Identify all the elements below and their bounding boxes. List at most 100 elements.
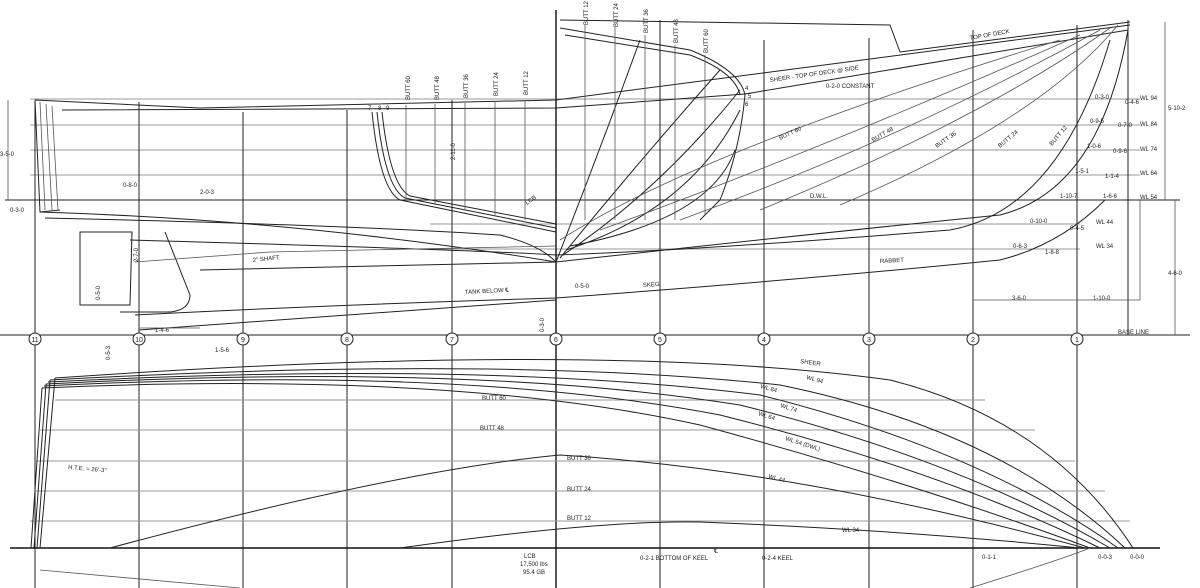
stem-offset: 1-6-6 — [1103, 194, 1118, 200]
plan-buttock-label: BUTT 12 — [567, 516, 592, 522]
svg-text:5: 5 — [658, 337, 662, 344]
plan-curve-label: WL 94 — [805, 375, 824, 385]
plan-buttock-label: BUTT 60 — [482, 396, 507, 402]
hull-profile — [7, 19, 1176, 335]
buttock-label: BUTT 36 — [644, 8, 650, 33]
dim-0-0-3: 0-0-3 — [1098, 555, 1113, 561]
hte-label: H.T.E. = 26'-3" — [68, 465, 107, 474]
svg-text:3: 3 — [867, 337, 871, 344]
dim-2-7-0: 2-7-0 — [134, 247, 140, 262]
wl-label: WL 54 — [1140, 195, 1158, 201]
buttock-label: BUTT 48 — [871, 126, 895, 143]
wl-label: WL 44 — [1096, 220, 1114, 226]
station-3: 3 — [862, 332, 876, 346]
wl-label: WL 84 — [1140, 122, 1158, 128]
station-2: 2 — [966, 332, 980, 346]
svg-text:2: 2 — [971, 337, 975, 344]
stem-offset: 1-0-6 — [1087, 144, 1102, 150]
dim-1-5-6: 1-5-6 — [215, 348, 230, 354]
section-mark: 8 — [378, 106, 382, 112]
station-10: 10 — [132, 332, 146, 346]
stem-offset: 0-10-0 — [1030, 219, 1048, 225]
section-mark: 5 — [748, 94, 752, 100]
buttock-label: BUTT 60 — [406, 75, 412, 100]
profile-labels: TOP OF DECK SHEER - TOP OF DECK @ SIDE 0… — [0, 0, 1186, 360]
wl-label: WL 64 — [1140, 171, 1158, 177]
rabbet-label: RABBET — [880, 258, 905, 265]
plan-buttock-label: BUTT 48 — [480, 426, 505, 432]
station-7: 7 — [445, 332, 459, 346]
section-mark: 4 — [745, 86, 749, 92]
shaft-label: 2" SHAFT — [253, 255, 281, 264]
stem-offset: 0-6-3 — [1013, 244, 1028, 250]
base-line-label: BASE LINE — [1118, 330, 1149, 336]
buttock-label: BUTT 48 — [435, 75, 441, 100]
dwl-label: D.W.L. — [810, 194, 828, 200]
station-4: 4 — [757, 332, 771, 346]
overall-height-dim: 5-10-2 — [1168, 106, 1186, 112]
buttock-label: BUTT 12 — [584, 0, 590, 25]
buttock-label: BUTT 60 — [778, 126, 803, 142]
buttock-label: BUTT 36 — [464, 73, 470, 98]
svg-text:8: 8 — [345, 337, 349, 344]
wl-label: WL 74 — [1140, 147, 1158, 153]
station-1: 1 — [1070, 332, 1084, 346]
wl-label: WL 34 — [1096, 244, 1114, 250]
svg-text:7: 7 — [450, 337, 454, 344]
transom-height-dim: 3-5-0 — [0, 152, 15, 158]
lcb-position-label: 95.4 GB — [523, 570, 545, 576]
skeg-label: SKEG — [643, 282, 660, 289]
dim-1-10-0: 1-10-0 — [1093, 296, 1111, 302]
constant-label: 0-2-0 CONSTANT — [826, 84, 875, 90]
buttock-label: BUTT 12 — [524, 70, 530, 95]
station-5: 5 — [653, 332, 667, 346]
plan-curve-label: WL 74 — [779, 403, 798, 414]
transom-offset-dim: 0-3-0 — [10, 208, 25, 214]
station-11: 11 — [28, 332, 42, 346]
tank-below-label: TANK BELOW ℄ — [465, 288, 510, 296]
dim-2-11-0: 2-11-0 — [451, 142, 457, 160]
half-breadth-curves — [30, 358, 1134, 588]
keel-label: 0-2-4 KEEL — [762, 556, 794, 562]
station-8: 8 — [340, 332, 354, 346]
station-markers: 11 10 9 8 7 6 5 4 3 2 1 — [28, 332, 1084, 346]
svg-text:9: 9 — [241, 337, 245, 344]
station-9: 9 — [236, 332, 250, 346]
stem-offset: 0-3-0 — [1095, 95, 1110, 101]
buttock-label: BUTT 60 — [704, 28, 710, 53]
buttock-label: BUTT 24 — [494, 71, 500, 96]
sheer-label: SHEER - TOP OF DECK @ SIDE — [769, 66, 859, 84]
section-mark: 7 — [368, 106, 372, 112]
plan-curve-label: WL 84 — [759, 384, 778, 394]
dim-0-5-0-b: 0-5-0 — [575, 284, 590, 290]
dim-3-6-0: 3-6-0 — [1012, 296, 1027, 302]
plan-curve-label: WL 34 — [842, 528, 860, 534]
half-breadth-view: SHEER WL 94 WL 84 WL 74 WL 64 WL 54 (DWL… — [10, 358, 1160, 588]
stem-height-dim: 4-6-0 — [1168, 271, 1183, 277]
stem-offset: 1-1-4 — [1105, 174, 1120, 180]
dim-0-8-0: 0-8-0 — [123, 183, 138, 189]
stem-offset: 1-10-7 — [1060, 194, 1078, 200]
svg-text:1: 1 — [1075, 337, 1079, 344]
buttock-label: BUTT 48 — [674, 18, 680, 43]
lcb-label: LCB — [524, 554, 536, 560]
stem-offset: 0-4-5 — [1070, 226, 1085, 232]
stem-offset: 1-5-1 — [1075, 169, 1090, 175]
buttock-label: BUTT 24 — [614, 2, 620, 27]
section-mark: 6 — [745, 102, 749, 108]
section-mark: 9 — [386, 106, 390, 112]
stem-offset: 0-9-6 — [1113, 149, 1128, 155]
stem-offset: 0-4-6 — [1125, 100, 1140, 106]
lcb-profile-label: LCB — [525, 195, 538, 207]
plan-buttock-label: BUTT 36 — [567, 456, 592, 462]
plan-curve-label: SHEER — [800, 359, 822, 368]
dim-0-5-3: 0-5-3 — [106, 345, 112, 360]
plan-curve-label: WL 44 — [767, 474, 786, 484]
dim-2-0-3: 2-0-3 — [200, 190, 215, 196]
dim-0-1-1: 0-1-1 — [982, 555, 997, 561]
displacement-label: 17,500 lbs — [520, 562, 548, 568]
keel-bottom-label: 0-2-1 BOTTOM OF KEEL — [640, 556, 709, 562]
plan-buttock-label: BUTT 24 — [567, 487, 592, 493]
